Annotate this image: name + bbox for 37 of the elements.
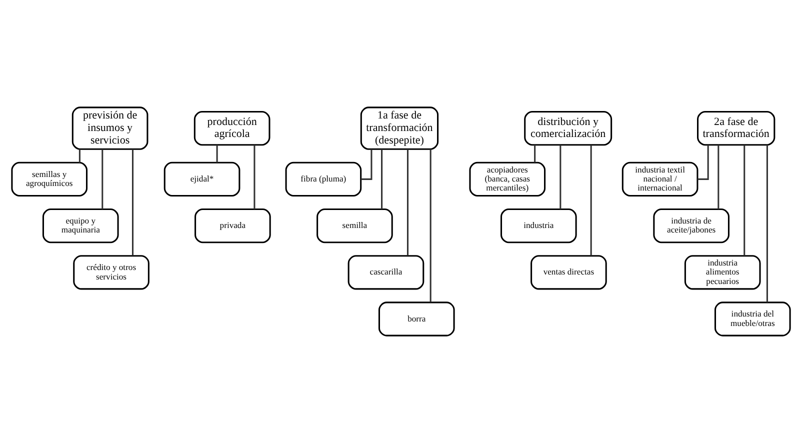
node-box: distribución y comercialización: [524, 110, 612, 146]
node-box: borra: [378, 302, 455, 336]
connector: [406, 149, 409, 256]
node-box: industria textil nacional / internacional: [622, 162, 698, 197]
connector: [718, 145, 720, 210]
connector: [744, 145, 746, 256]
connector: [78, 149, 80, 163]
connector: [698, 144, 709, 180]
node-box: ventas directas: [530, 255, 607, 290]
node-box: previsión de insumos y servicios: [72, 106, 148, 150]
node-box: 2a fase de transformación: [697, 110, 776, 146]
node-box: industria de aceite/jabones: [653, 208, 730, 244]
connector: [534, 144, 536, 162]
connector: [132, 149, 134, 256]
node-box: privada: [194, 208, 271, 244]
connector: [254, 145, 256, 210]
node-box: 1a fase de transformación (despepite): [360, 106, 439, 150]
node-box: industria alimentos pecuarios: [684, 255, 761, 290]
node-box: equipo y maquinaria: [42, 208, 119, 244]
node-box: acopiadores (banca, casas mercantiles): [469, 162, 546, 197]
connector: [560, 145, 562, 210]
connector: [361, 149, 372, 180]
connector: [430, 149, 432, 302]
node-box: crédito y otros servicios: [73, 255, 150, 290]
connector: [102, 149, 104, 210]
node-box: semilla: [316, 208, 393, 244]
node-box: cascarilla: [348, 255, 424, 290]
node-box: industria del mueble/otras: [714, 302, 791, 336]
node-box: semillas y agroquímicos: [11, 162, 88, 197]
node-box: producción agrícola: [194, 110, 270, 146]
connector: [216, 144, 218, 162]
node-box: fibra (pluma): [285, 162, 362, 197]
node-box: ejidal*: [164, 162, 240, 197]
connector: [590, 145, 592, 256]
node-box: industria: [500, 208, 577, 244]
connector: [766, 144, 768, 302]
connector: [381, 149, 383, 210]
